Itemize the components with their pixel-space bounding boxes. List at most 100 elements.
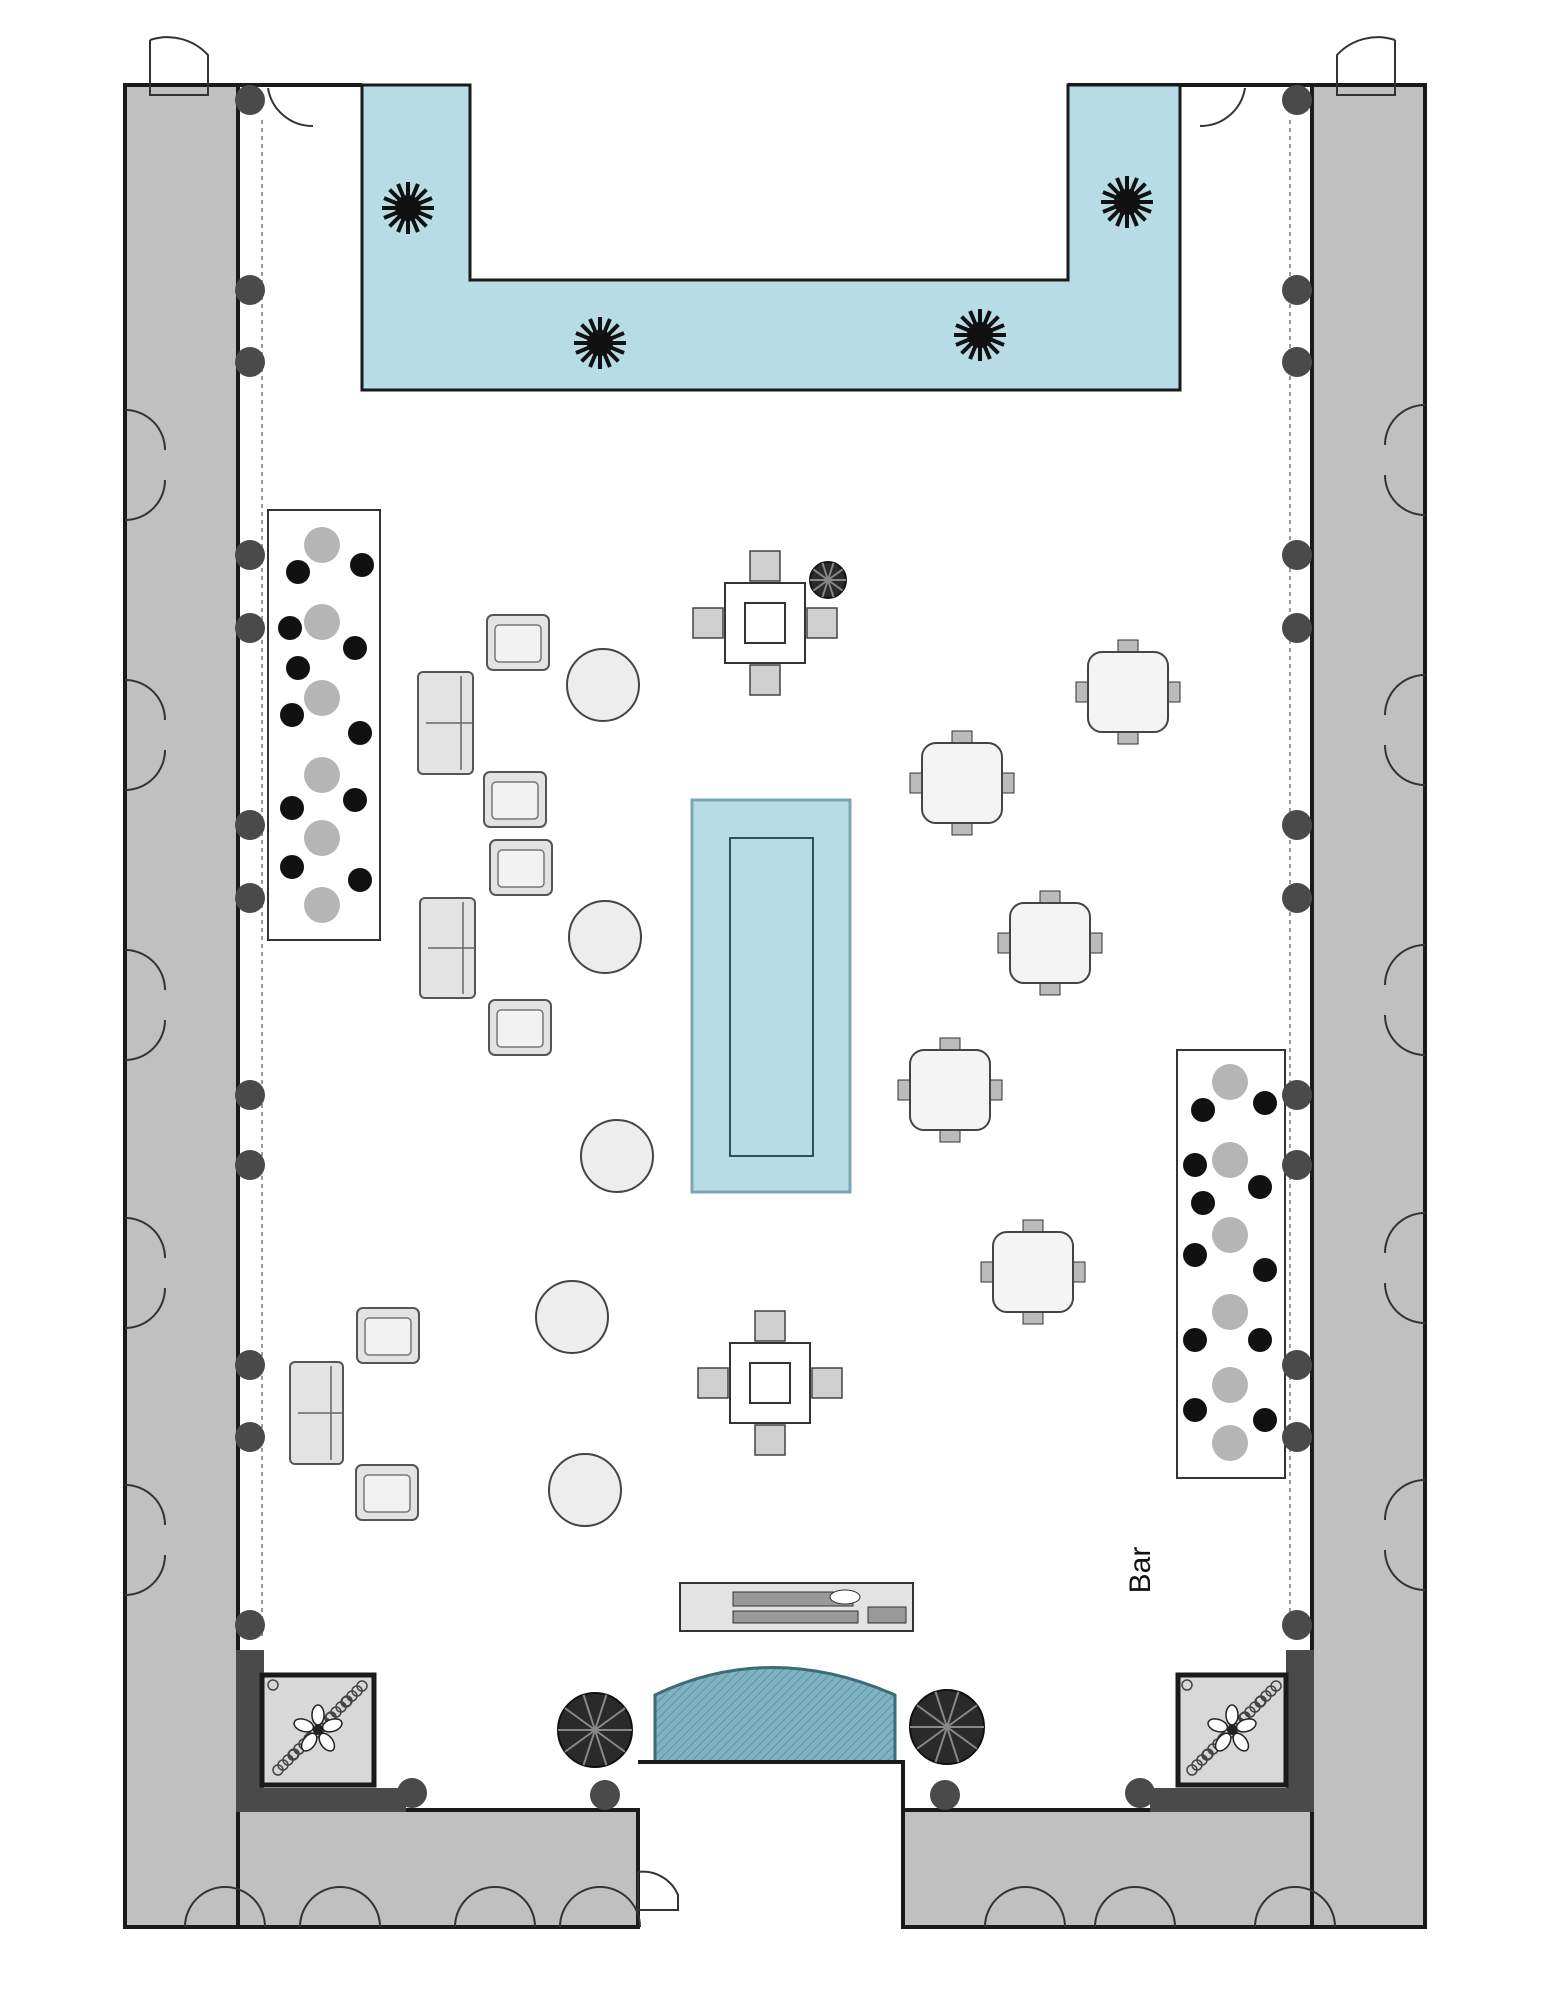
dining-table-icon — [980, 1219, 1086, 1325]
bush-leaf — [946, 1704, 978, 1728]
door-swing-icon — [454, 1886, 536, 1928]
chair-icon — [488, 999, 552, 1056]
door-swing-icon — [1384, 404, 1426, 516]
door-swing-icon — [124, 949, 166, 1061]
column-icon — [1282, 810, 1312, 840]
flower-center — [1227, 1725, 1237, 1735]
entrance-wall — [638, 1760, 905, 1810]
cushion-gray — [1212, 1367, 1248, 1403]
wall-door-group — [124, 404, 1426, 1928]
palm-trunk — [587, 330, 613, 356]
potted-plant-icon — [909, 1689, 985, 1765]
square-table-group — [692, 550, 843, 1456]
stool-black — [343, 636, 367, 660]
chair-icon — [1039, 982, 1061, 996]
bush-leaf — [582, 1694, 596, 1731]
column-icon — [930, 1780, 960, 1810]
chair-icon — [806, 607, 838, 639]
chair-icon — [1001, 772, 1015, 794]
stool-black — [1183, 1243, 1207, 1267]
chair-icon — [1022, 1311, 1044, 1325]
flower-dot — [340, 1696, 352, 1708]
dining-table-icon — [897, 1037, 1003, 1143]
table-top — [1009, 902, 1091, 984]
stool-black — [1191, 1191, 1215, 1215]
chair-icon — [1117, 731, 1139, 745]
bush-leaf — [564, 1707, 596, 1731]
round-table-icon — [535, 1280, 609, 1354]
bush-leaf — [821, 562, 829, 581]
banquette-seat-group — [278, 527, 1277, 1461]
palm-tree-icon — [954, 309, 1006, 361]
square-table-icon — [697, 1310, 843, 1456]
stool-black — [1183, 1328, 1207, 1352]
potted-plant-icon — [557, 1692, 633, 1768]
potted-plant-icon — [809, 561, 847, 599]
table-top — [729, 1342, 811, 1424]
flower-dot — [287, 1749, 299, 1761]
column-icon — [235, 540, 265, 570]
table-inner — [749, 1362, 791, 1404]
door-swing-icon — [559, 1886, 641, 1928]
palm-trunk — [395, 195, 421, 221]
round-table-icon — [548, 1453, 622, 1527]
bush-leaf — [812, 568, 829, 581]
column-icon — [1282, 613, 1312, 643]
door-swing-icon — [124, 409, 166, 521]
chair-icon — [939, 1129, 961, 1143]
column-icon — [1282, 1080, 1312, 1110]
round-table-icon — [568, 900, 642, 974]
chair-icon — [754, 1424, 786, 1456]
table-top — [921, 742, 1003, 824]
column-icon — [1282, 1350, 1312, 1380]
bush-leaf — [594, 1729, 626, 1753]
column-icon — [235, 85, 265, 115]
door-swing-icon — [124, 679, 166, 791]
bush-leaf — [821, 579, 829, 598]
door-swing-icon — [124, 1217, 166, 1329]
stool-black — [280, 703, 304, 727]
flower-center — [313, 1725, 323, 1735]
column-icon — [590, 1780, 620, 1810]
bush-leaf — [827, 562, 835, 581]
bar-counter-detail — [732, 1610, 859, 1624]
door-swing-icon — [124, 1484, 166, 1596]
stool-black — [343, 788, 367, 812]
sofa-icon — [417, 671, 474, 775]
chair-icon — [692, 607, 724, 639]
stool-black — [1191, 1098, 1215, 1122]
chair-icon — [1167, 681, 1181, 703]
chair-icon — [1089, 932, 1103, 954]
planter-right-frame — [1150, 1788, 1314, 1812]
cushion-gray — [304, 680, 340, 716]
chair-icon — [980, 1261, 994, 1283]
chair-seat — [494, 624, 542, 663]
chair-icon — [356, 1307, 420, 1364]
corner-planters — [236, 1650, 1314, 1812]
cushion-gray — [304, 604, 340, 640]
chair-seat — [496, 1009, 544, 1048]
dining-table-group — [897, 639, 1181, 1325]
flower-dot — [356, 1680, 368, 1692]
chair-icon — [909, 772, 923, 794]
chair-icon — [1072, 1261, 1086, 1283]
bar-counter — [679, 1582, 914, 1632]
bush-leaf — [934, 1726, 948, 1763]
flower-dot — [1181, 1679, 1193, 1691]
flower-icon — [1207, 1704, 1257, 1752]
door-swing-icon — [1199, 87, 1246, 128]
cushion-gray — [1212, 1064, 1248, 1100]
door-swing-icon — [1384, 1479, 1426, 1591]
stool-black — [1253, 1408, 1277, 1432]
column-icon — [235, 275, 265, 305]
planter-right-frame — [1286, 1650, 1314, 1812]
table-top — [1087, 651, 1169, 733]
bush-leaf — [594, 1694, 608, 1731]
bar-label: Bar — [1124, 1547, 1157, 1594]
column-icon — [235, 1080, 265, 1110]
column-icon — [1282, 540, 1312, 570]
dining-table-icon — [997, 890, 1103, 996]
stool-black — [350, 553, 374, 577]
column-icon — [1282, 1610, 1312, 1640]
right-wall — [1310, 83, 1427, 1929]
